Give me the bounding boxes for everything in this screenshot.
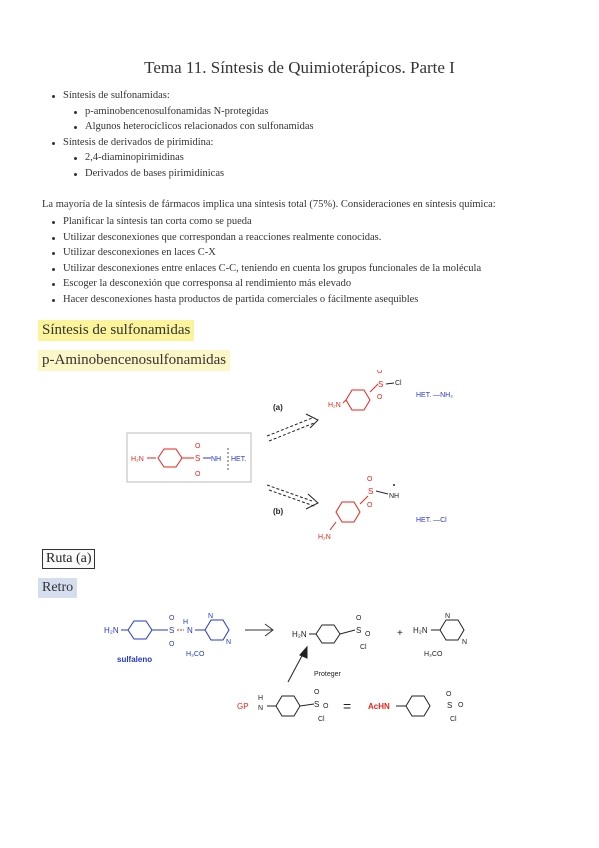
o-label: O — [169, 615, 175, 622]
benzene-ring — [275, 695, 301, 717]
o-label: O — [323, 703, 329, 710]
list-item: Utilizar desconexiones entre enlaces C-C… — [52, 261, 481, 277]
sulfaleno-label: sulfaleno — [117, 655, 152, 664]
proteger-arrow — [287, 645, 308, 683]
plus-sign: + — [397, 628, 403, 639]
list-item: p-aminobencenosulfonamidas N-protegidas — [52, 104, 314, 120]
n-label: N — [462, 639, 467, 646]
h3co-label: H₃CO — [424, 651, 443, 658]
n-label: N — [445, 613, 450, 620]
outline-list: Síntesis de sulfonamidas: p-aminobenceno… — [52, 88, 314, 181]
achn-label: AcHN — [368, 702, 390, 711]
heading-retro: Retro — [38, 578, 78, 598]
het-nh2-label: HET. —NH₂ — [416, 392, 453, 399]
list-item: Planificar la síntesis tan corta como se… — [52, 214, 481, 230]
list-item: Algunos heterocíclicos relacionados con … — [52, 119, 314, 135]
h2n-label: H₂N — [318, 534, 331, 541]
o-label: O — [377, 394, 383, 401]
o-label: O — [367, 502, 373, 509]
pyrazine-ring — [204, 619, 230, 641]
proteger-label: Proteger — [314, 671, 342, 678]
n-label: N — [187, 626, 193, 635]
heading-ruta-a: Ruta (a) — [42, 549, 96, 569]
s-label: S — [169, 626, 174, 635]
pyrazine-ring — [439, 619, 465, 641]
heading-aminobencenosulfonamidas: p-Aminobencenosulfonamidas — [38, 350, 231, 371]
benzene-ring — [127, 620, 153, 640]
cl-label: Cl — [450, 716, 457, 723]
het-cl-label: HET. —Cl — [416, 517, 447, 524]
s-label: S — [314, 700, 319, 709]
retrosynthesis-scheme-1: H₂N S O O NH HET. (a) (b) H₂N S O O Cl H… — [126, 370, 453, 541]
h2n-label: H₂N — [413, 626, 428, 635]
intro-paragraph: La mayoría de la síntesis de fármacos im… — [42, 199, 496, 210]
cl-label: Cl — [395, 380, 402, 387]
route-b-label: (b) — [273, 507, 284, 516]
route-a-label: (a) — [273, 403, 283, 412]
list-item: Hacer desconexiones hasta productos de p… — [52, 292, 481, 308]
retrosynthesis-scheme-2: H₂N S O O H N N N H₃CO sulfaleno H₂N S O… — [104, 613, 467, 723]
nh-label: NH — [389, 493, 399, 500]
page-title: Tema 11. Síntesis de Quimioterápicos. Pa… — [144, 58, 455, 77]
o-label: O — [446, 691, 452, 698]
benzene-ring — [315, 624, 341, 644]
h-label: H — [183, 619, 188, 626]
o-label: O — [169, 641, 175, 648]
n-label: N — [258, 705, 263, 712]
h2n-label: H₂N — [328, 402, 341, 409]
list-item: Derivados de bases pirimidínicas — [52, 166, 314, 182]
h-label: H — [258, 695, 263, 702]
retro-arrow — [245, 623, 274, 637]
h2n-label: H₂N — [131, 456, 144, 463]
s-label: S — [447, 701, 452, 710]
h2n-label: H₂N — [292, 630, 307, 639]
o-label: O — [377, 370, 383, 375]
h2n-label: H₂N — [104, 626, 119, 635]
n-label: N — [226, 639, 231, 646]
s-label: S — [195, 454, 200, 463]
retro-arrow-a — [266, 413, 319, 442]
heading-sintesis-sulfonamidas: Síntesis de sulfonamidas — [38, 320, 195, 341]
benzene-ring — [405, 695, 431, 717]
o-label: O — [195, 471, 201, 478]
o-label: O — [365, 631, 371, 638]
considerations-list: Planificar la síntesis tan corta como se… — [52, 214, 481, 307]
benzene-ring — [335, 501, 361, 523]
o-label: O — [314, 689, 320, 696]
h3co-label: H₃CO — [186, 651, 205, 658]
o-label: O — [367, 476, 373, 483]
equals-sign: = — [343, 698, 351, 714]
list-item: Síntesis de derivados de pirimidina: — [52, 135, 314, 151]
benzene-ring — [345, 389, 371, 411]
gp-label: GP — [237, 702, 249, 711]
o-label: O — [458, 702, 464, 709]
cl-label: Cl — [360, 644, 367, 651]
o-label: O — [195, 443, 201, 450]
s-label: S — [378, 380, 383, 389]
list-item: Utilizar desconexiones que correspondan … — [52, 230, 481, 246]
het-label: HET. — [231, 456, 246, 463]
list-item: 2,4-diaminopirimidinas — [52, 150, 314, 166]
s-label: S — [356, 626, 361, 635]
cl-label: Cl — [318, 716, 325, 723]
retro-arrow-b — [266, 484, 319, 510]
list-item: Síntesis de sulfonamidas: — [52, 88, 314, 104]
list-item: Utilizar desconexiones en laces C-X — [52, 245, 481, 261]
o-label: O — [356, 615, 362, 622]
list-item: Escoger la desconexión que corresponsa a… — [52, 276, 481, 292]
nh-label: NH — [211, 456, 221, 463]
s-label: S — [368, 487, 373, 496]
n-label: N — [208, 613, 213, 620]
